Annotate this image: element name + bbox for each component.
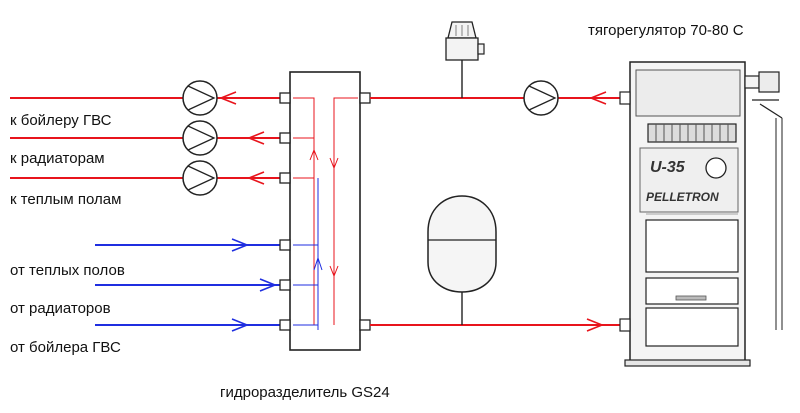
label-draft-regulator: тягорегулятор 70-80 С <box>588 22 744 39</box>
cold-return-lines <box>95 238 285 332</box>
circulation-pump-icon <box>182 120 218 156</box>
draft-regulator-icon <box>744 71 783 330</box>
circulation-pump-icon <box>182 160 218 196</box>
label-to-floor-heating: к теплым полам <box>10 191 121 208</box>
boiler-brand-label: PELLETRON <box>646 190 719 204</box>
label-from-dhw-boiler: от бойлера ГВС <box>10 339 121 356</box>
label-from-radiators: от радиаторов <box>10 300 111 317</box>
label-hydraulic-separator: гидроразделитель GS24 <box>220 384 390 401</box>
boiler-pump-icon <box>523 80 559 116</box>
pellet-boiler: U-35 PELLETRON <box>619 61 751 367</box>
label-to-dhw-boiler: к бойлеру ГВС <box>10 112 112 129</box>
expansion-tank-icon <box>427 195 497 293</box>
thermometer-gauge-icon <box>705 157 727 179</box>
hot-output-lines <box>10 91 287 185</box>
circulation-pump-icon <box>182 80 218 116</box>
boiler-circuit-lines <box>370 60 620 332</box>
air-vent-icon <box>445 21 485 61</box>
boiler-model-label: U-35 <box>650 159 686 176</box>
hydraulic-separator <box>279 71 371 351</box>
label-to-radiators: к радиаторам <box>10 150 105 167</box>
label-from-floor-heating: от теплых полов <box>10 262 125 279</box>
